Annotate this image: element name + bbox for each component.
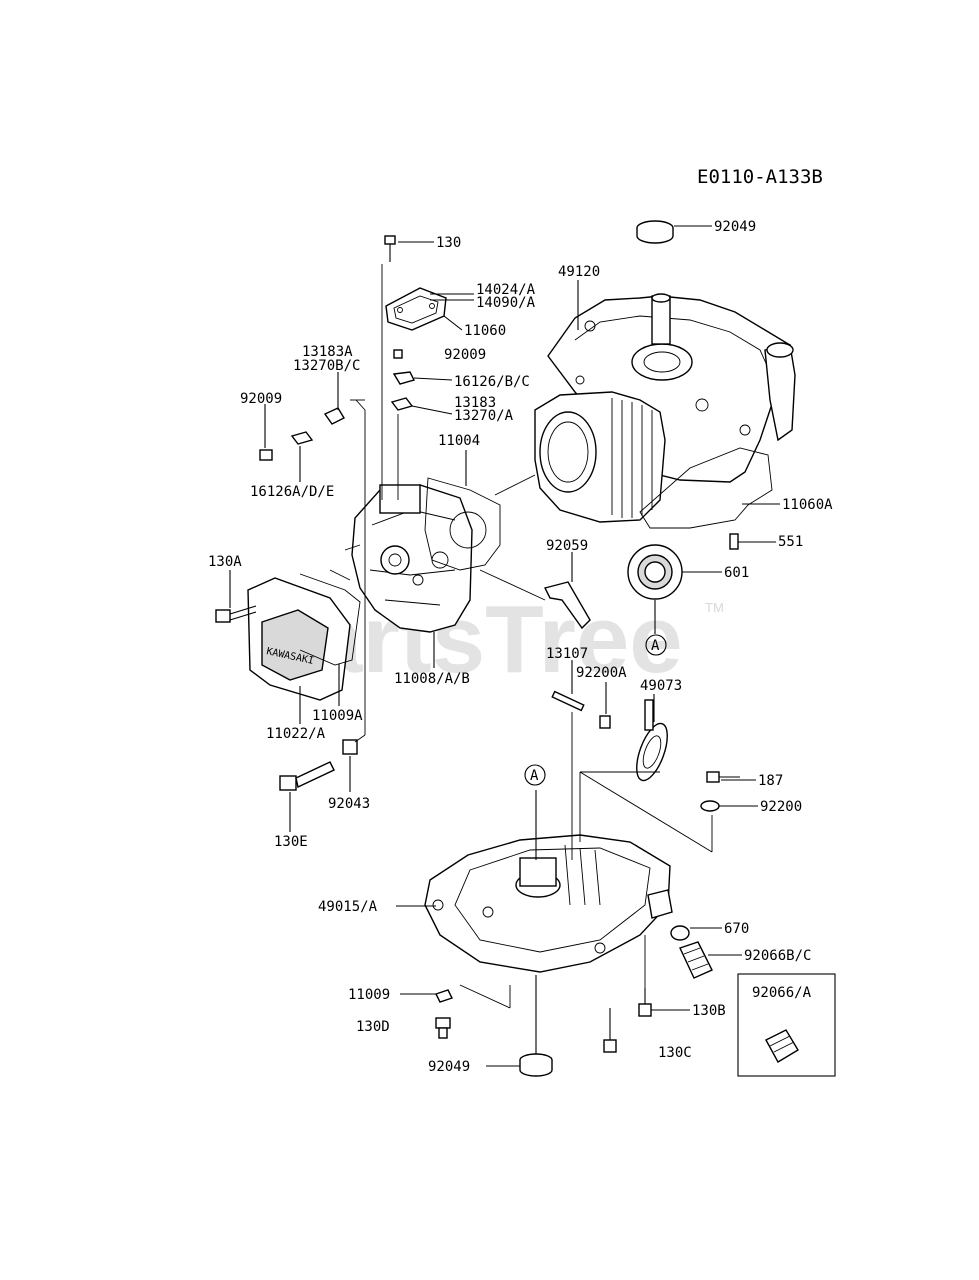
- label-13270bc: 13270B/C: [293, 358, 360, 374]
- label-92049-bottom: 92049: [428, 1059, 470, 1075]
- label-11060: 11060: [464, 323, 506, 339]
- label-92200a: 92200A: [576, 665, 627, 681]
- label-11009: 11009: [348, 987, 390, 1003]
- label-16126ade: 16126A/D/E: [250, 484, 334, 500]
- crankcase-gasket[interactable]: [639, 447, 773, 529]
- label-92043: 92043: [328, 796, 370, 812]
- diagram-code: E0110-A133B: [697, 166, 823, 188]
- part-labels: 92049 49120 130 14024/A 14090/A 11060 13…: [208, 219, 833, 1075]
- drain-plug-92066bc[interactable]: [679, 941, 713, 979]
- o-ring-670[interactable]: [670, 925, 690, 941]
- leader-lines: [229, 225, 780, 1067]
- push-rod[interactable]: [543, 581, 591, 630]
- oil-seal-top[interactable]: [636, 220, 674, 244]
- label-130e: 130E: [274, 834, 308, 850]
- label-49073: 49073: [640, 678, 682, 694]
- head-gasket[interactable]: [424, 477, 501, 571]
- clip-13183[interactable]: [390, 397, 414, 411]
- label-187: 187: [758, 773, 783, 789]
- bolt-130[interactable]: [384, 235, 396, 262]
- label-92066bc: 92066B/C: [744, 948, 811, 964]
- label-14024: 14024/A: [476, 282, 536, 298]
- label-92066a: 92066/A: [752, 985, 812, 1001]
- label-13270a: 13270/A: [454, 408, 514, 424]
- label-16126bc: 16126/B/C: [454, 374, 530, 390]
- washer-92200a[interactable]: [599, 715, 611, 729]
- cover-gasket[interactable]: [299, 573, 361, 666]
- label-670: 670: [724, 921, 749, 937]
- label-13183a: 13183A: [302, 344, 353, 360]
- ref-a-1: A: [651, 638, 660, 654]
- label-92009-left: 92009: [240, 391, 282, 407]
- dowel-pin[interactable]: [729, 533, 739, 550]
- label-551: 551: [778, 534, 803, 550]
- bolt-130b[interactable]: [638, 988, 652, 1017]
- clip-16126-ade[interactable]: [290, 431, 314, 445]
- label-130: 130: [436, 235, 461, 251]
- bolt-187[interactable]: [706, 771, 740, 783]
- label-130d: 130D: [356, 1019, 390, 1035]
- label-92009-right: 92009: [444, 347, 486, 363]
- rocker-cover[interactable]: KAWASAKI: [247, 577, 351, 701]
- ref-circle-a-1: [645, 634, 667, 656]
- label-11060a: 11060A: [782, 497, 833, 513]
- crankcase-cylinder-block[interactable]: [534, 293, 796, 523]
- clip-16126-bc[interactable]: [392, 371, 416, 385]
- oil-seal-bottom[interactable]: [519, 1053, 553, 1077]
- inset-box: [737, 973, 836, 1077]
- clip-13183a[interactable]: [323, 407, 345, 425]
- label-130c: 130C: [658, 1045, 692, 1061]
- label-13107: 13107: [546, 646, 588, 662]
- screw-92009-left[interactable]: [259, 449, 273, 461]
- label-130b: 130B: [692, 1003, 726, 1019]
- ref-a-2: A: [530, 768, 539, 784]
- label-11004: 11004: [438, 433, 480, 449]
- oil-pump-gear[interactable]: [630, 699, 673, 784]
- label-11022: 11022/A: [266, 726, 326, 742]
- label-92200: 92200: [760, 799, 802, 815]
- watermark-tm: TM: [705, 600, 724, 615]
- bolt-130d[interactable]: [435, 1017, 451, 1039]
- gasket-11009[interactable]: [435, 989, 453, 1003]
- label-11009a: 11009A: [312, 708, 363, 724]
- label-14090: 14090/A: [476, 295, 536, 311]
- label-92059: 92059: [546, 538, 588, 554]
- dowel-92043[interactable]: [342, 739, 358, 755]
- bolt-130e[interactable]: [279, 761, 335, 791]
- label-130a: 130A: [208, 554, 242, 570]
- label-11008: 11008/A/B: [394, 671, 470, 687]
- label-601: 601: [724, 565, 749, 581]
- bolt-130c[interactable]: [603, 1008, 617, 1053]
- washer-92200[interactable]: [700, 800, 720, 812]
- label-92049-top: 92049: [714, 219, 756, 235]
- bolt-130a[interactable]: [215, 605, 257, 623]
- screw-92009-right[interactable]: [393, 349, 403, 359]
- label-13183: 13183: [454, 395, 496, 411]
- label-49015: 49015/A: [318, 899, 378, 915]
- pin-13107[interactable]: [551, 690, 585, 712]
- crankcase-base[interactable]: [424, 834, 673, 973]
- label-49120: 49120: [558, 264, 600, 280]
- ball-bearing[interactable]: [627, 544, 683, 600]
- cylinder-head[interactable]: [351, 484, 473, 633]
- ref-circle-a-2: [524, 764, 546, 786]
